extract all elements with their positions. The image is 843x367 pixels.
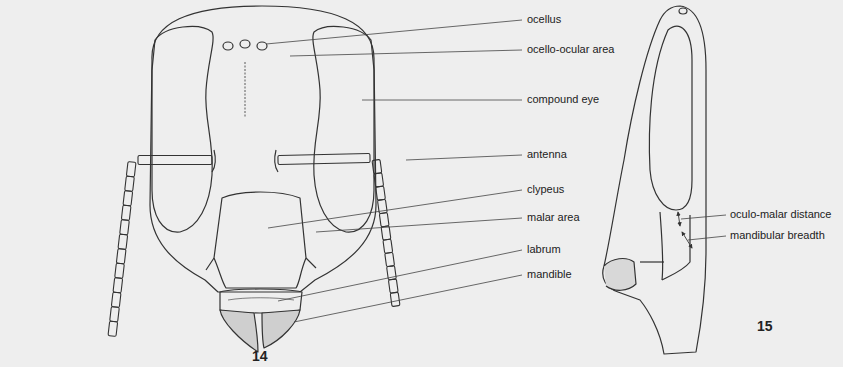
leader-line	[681, 215, 726, 219]
cheek-line	[640, 261, 664, 262]
antenna-segment	[376, 186, 386, 200]
clypeus-edge	[206, 258, 316, 270]
clypeus-outline	[214, 192, 306, 288]
figure-number: 15	[757, 318, 773, 335]
leader-line	[362, 100, 522, 101]
antenna-segment	[123, 191, 133, 206]
leader-line	[406, 155, 522, 160]
antenna-segment	[372, 159, 382, 173]
mandible	[262, 310, 300, 348]
head-side-outline	[603, 6, 706, 354]
part-label: malar area	[527, 211, 580, 224]
antenna-segment	[108, 321, 118, 336]
part-label: mandible	[527, 268, 572, 281]
part-label: clypeus	[527, 183, 564, 196]
ocellus	[257, 42, 267, 50]
ocellus	[679, 8, 687, 14]
ocellus	[223, 42, 233, 50]
labrum	[220, 289, 302, 313]
antenna-segment	[110, 307, 120, 322]
antenna-segment	[120, 220, 130, 235]
antenna-segment	[383, 239, 393, 253]
antenna-segment	[115, 263, 125, 278]
antenna-segment	[379, 213, 389, 227]
antenna-segment	[381, 226, 391, 240]
part-label: compound eye	[527, 93, 599, 106]
part-label: ocellus	[527, 13, 561, 26]
compound-eye	[313, 26, 374, 232]
leader-line	[278, 250, 522, 301]
leader-line	[294, 275, 522, 322]
antenna-segment	[138, 156, 212, 165]
measure-arrow	[678, 212, 680, 226]
mandible-side	[604, 259, 636, 291]
part-label: labrum	[527, 243, 561, 256]
compound-eye-side	[649, 26, 692, 210]
part-label: oculo-malar distance	[730, 208, 832, 221]
head-outline	[150, 6, 376, 292]
antenna-segment	[111, 292, 121, 307]
part-label: mandibular breadth	[730, 229, 825, 242]
antenna-segment	[125, 176, 135, 191]
figure-number: 14	[252, 348, 268, 365]
mandible	[220, 310, 258, 352]
antenna-segment	[113, 278, 123, 293]
leader-line	[316, 218, 522, 232]
antenna-segment	[388, 279, 398, 293]
ocellus	[240, 40, 250, 48]
antenna-segment	[385, 252, 395, 266]
frontal-line	[245, 62, 246, 118]
antenna-segment	[390, 292, 400, 306]
compound-eye	[152, 26, 213, 232]
antenna-segment	[118, 234, 128, 249]
leader-line	[688, 236, 726, 240]
antenna-segment	[121, 205, 131, 220]
leader-line	[268, 190, 522, 228]
antenna-segment	[374, 173, 384, 187]
leader-line	[266, 20, 522, 44]
antenna-segment	[116, 249, 126, 264]
part-label: ocello-ocular area	[527, 43, 614, 56]
leader-line	[290, 50, 522, 56]
malar-line	[660, 212, 690, 280]
antenna-segment	[126, 162, 136, 177]
part-label: antenna	[527, 148, 567, 161]
antenna-segment	[278, 154, 370, 165]
